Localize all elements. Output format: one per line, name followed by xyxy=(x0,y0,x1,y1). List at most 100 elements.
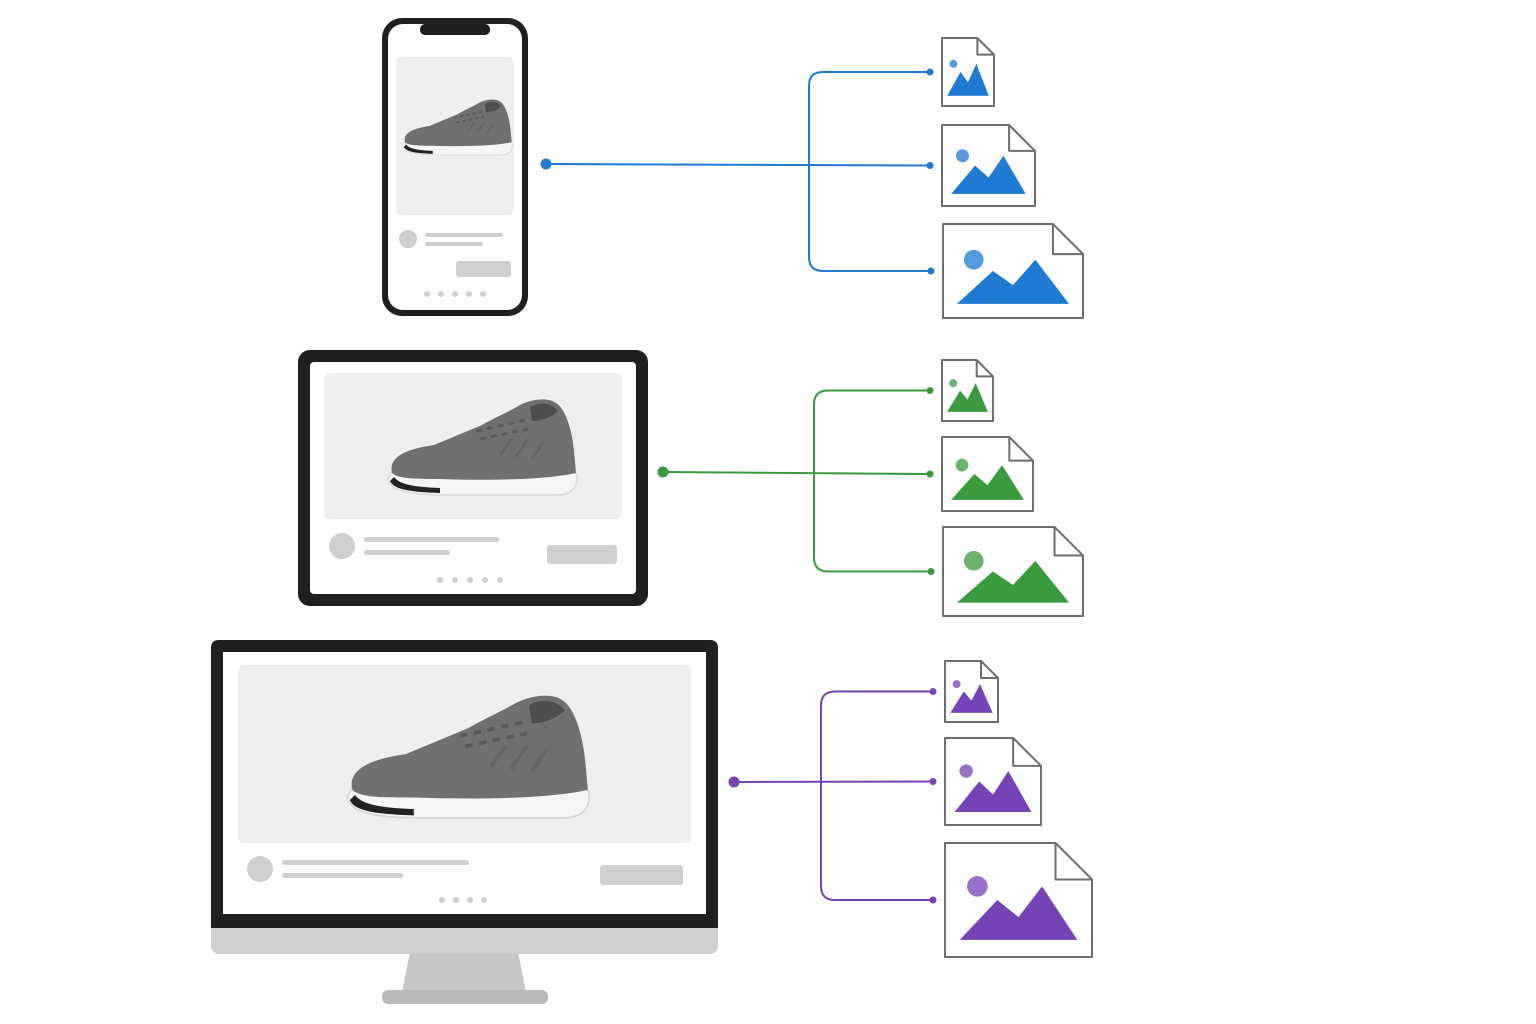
mountain-shape xyxy=(947,63,989,96)
shoe-outsole xyxy=(349,794,414,816)
pager-dot xyxy=(481,897,487,903)
mountain-shape xyxy=(954,771,1032,812)
image-file-icon xyxy=(941,37,995,107)
shoe-stripes xyxy=(466,121,494,135)
text-line-placeholder xyxy=(364,550,450,555)
file-fold xyxy=(1054,843,1092,881)
shoe-laces xyxy=(475,417,531,433)
pager-dot xyxy=(467,577,473,583)
connector-end-dot xyxy=(929,778,937,785)
file-fold xyxy=(980,661,998,679)
file-fold xyxy=(1051,224,1083,256)
connector-bracket xyxy=(820,690,933,901)
file-fold xyxy=(1008,437,1033,462)
text-line-placeholder xyxy=(425,233,503,237)
tablet-connector xyxy=(657,387,935,575)
sneaker-image xyxy=(402,99,513,156)
tablet-image-files xyxy=(941,359,1084,617)
text-line-placeholder xyxy=(425,242,483,246)
connector-end-dot xyxy=(929,896,937,904)
connector-line xyxy=(662,471,931,475)
file-fold xyxy=(1053,527,1083,557)
shoe-collar xyxy=(529,700,565,724)
connector-end-dot xyxy=(926,470,934,478)
phone-notch xyxy=(420,24,490,35)
pager-dot xyxy=(482,577,488,583)
mobile-image-files xyxy=(941,37,1084,319)
text-line-placeholder xyxy=(282,860,469,865)
pager-dot xyxy=(438,291,444,297)
desktop-monitor-device xyxy=(211,640,718,1004)
desktop-image-files xyxy=(944,660,1093,958)
shoe-laces xyxy=(453,110,486,119)
text-line-placeholder xyxy=(364,537,499,542)
shoe-laces xyxy=(455,115,485,124)
image-file-icon xyxy=(942,223,1084,319)
image-file-icon xyxy=(941,436,1034,512)
connector-end-dot xyxy=(926,162,934,169)
shoe-collar xyxy=(530,403,558,421)
mountain-shape xyxy=(951,155,1026,194)
connector-bracket xyxy=(813,389,931,573)
mountain-shape xyxy=(950,684,993,713)
sneaker-image xyxy=(387,399,578,496)
shoe-stripes xyxy=(489,745,549,773)
files-layer xyxy=(941,37,1093,958)
file-fold xyxy=(1008,125,1035,152)
shoe-collar xyxy=(485,101,502,113)
image-file-icon xyxy=(944,842,1093,958)
monitor-stand-neck xyxy=(402,952,526,992)
connector-end-dot xyxy=(929,688,937,695)
connector-end-dot xyxy=(926,68,934,76)
connector-end-dot xyxy=(927,267,935,275)
sun-dot xyxy=(949,59,958,68)
image-file-icon xyxy=(941,359,994,422)
sun-dot xyxy=(964,551,984,571)
pager-dot xyxy=(480,291,486,297)
desktop-connector xyxy=(728,688,937,904)
image-file-icon xyxy=(942,526,1084,617)
pager-dot xyxy=(467,897,473,903)
shoe-outsole xyxy=(403,144,433,154)
pager-dot xyxy=(452,577,458,583)
mobile-connector xyxy=(540,68,935,275)
shoe-laces xyxy=(459,718,530,738)
image-file-icon xyxy=(944,737,1042,826)
pager-dot xyxy=(437,577,443,583)
sun-dot xyxy=(964,249,984,270)
connector-end-dot xyxy=(927,568,935,575)
image-file-icon xyxy=(941,124,1036,207)
mountain-shape xyxy=(951,465,1024,500)
tablet-device xyxy=(298,350,648,606)
mountain-shape xyxy=(957,560,1069,603)
monitor-stand-base xyxy=(382,990,548,1004)
button-placeholder xyxy=(600,865,683,885)
sun-dot xyxy=(955,458,969,472)
sun-dot xyxy=(955,149,969,163)
sun-dot xyxy=(959,764,973,778)
sneaker-image xyxy=(346,695,591,819)
pager-dot xyxy=(424,291,430,297)
pager-dot xyxy=(452,291,458,297)
pager-dot xyxy=(439,897,445,903)
avatar-placeholder xyxy=(329,533,355,559)
shoe-laces xyxy=(479,427,529,441)
sun-dot xyxy=(949,379,958,388)
image-file-icon xyxy=(944,660,999,723)
file-fold xyxy=(1012,738,1041,767)
text-line-placeholder xyxy=(282,873,403,878)
button-placeholder xyxy=(547,545,617,564)
button-placeholder xyxy=(456,261,511,277)
shoe-outsole xyxy=(390,477,440,493)
shoe-laces xyxy=(464,731,527,749)
devices-layer xyxy=(211,18,718,1004)
avatar-placeholder xyxy=(247,856,273,882)
file-fold xyxy=(976,38,994,56)
mountain-shape xyxy=(957,259,1069,304)
pager-dot xyxy=(466,291,472,297)
connector-end-dot xyxy=(926,387,934,394)
connector-line xyxy=(733,780,934,783)
file-fold xyxy=(975,360,993,378)
mountain-shape xyxy=(959,886,1078,940)
